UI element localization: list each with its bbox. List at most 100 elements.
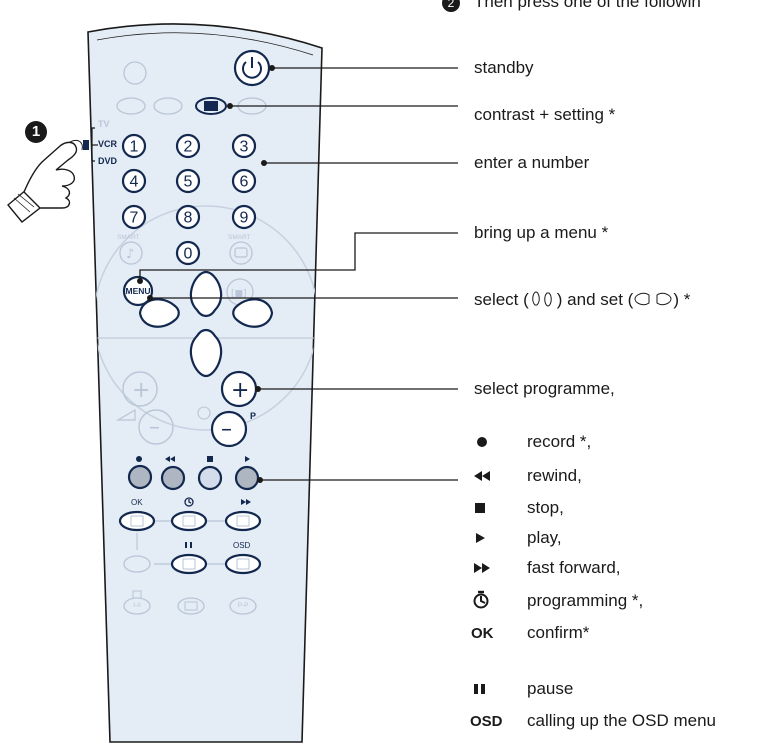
contrast-icon xyxy=(204,101,218,111)
legend-rewind: rewind, xyxy=(527,466,582,485)
faint-pip-button[interactable] xyxy=(123,555,151,573)
up-down-arrows-icon xyxy=(532,291,552,307)
faint-teletext-button-2[interactable] xyxy=(153,97,183,115)
pause-button[interactable] xyxy=(170,553,208,575)
play-key[interactable] xyxy=(234,465,260,491)
ok-button[interactable] xyxy=(118,510,156,532)
smart-left-label: SMART xyxy=(117,234,140,241)
i-ii-label: I-II xyxy=(133,602,141,609)
stop-icon xyxy=(475,503,485,513)
plus-icon-p: + xyxy=(231,378,249,403)
digit-7-button[interactable] xyxy=(121,204,147,230)
callout-dots xyxy=(137,65,275,483)
timer-label-icon xyxy=(184,497,194,507)
stop-key[interactable] xyxy=(197,465,223,491)
screen-icon: [■] xyxy=(231,289,247,299)
format-button[interactable] xyxy=(177,597,205,615)
ok-key-label: OK xyxy=(131,498,143,507)
volume-up-button[interactable] xyxy=(122,371,158,407)
step-2-badge: 2 xyxy=(442,0,460,12)
digit-2-button[interactable] xyxy=(175,133,201,159)
digit-0-button[interactable] xyxy=(175,240,201,266)
p-label: P xyxy=(250,411,257,421)
select-end: ) * xyxy=(673,290,691,309)
smart-picture-button[interactable] xyxy=(229,241,253,265)
legend-icons xyxy=(474,437,490,694)
digit-6-button[interactable] xyxy=(231,168,257,194)
note-icon: ♪ xyxy=(126,247,134,262)
fast-forward-icon xyxy=(474,563,490,573)
arrow-up-button[interactable] xyxy=(189,270,223,318)
play-label-icon xyxy=(245,456,250,462)
digit-5-button[interactable] xyxy=(175,168,201,194)
step-1-badge: 1 xyxy=(25,121,47,143)
legend-timer: programming *, xyxy=(527,591,644,610)
mute-button[interactable] xyxy=(197,406,211,420)
digit-8-label: 8 xyxy=(184,210,193,227)
picture-icon xyxy=(234,247,248,258)
legend-record: record *, xyxy=(527,432,592,451)
volume-down-button[interactable] xyxy=(138,409,174,445)
callout-contrast: contrast + setting * xyxy=(474,105,616,124)
legend-osd-symbol: OSD xyxy=(470,713,503,730)
pause-label-icon xyxy=(185,542,192,548)
digit-1-button[interactable] xyxy=(121,133,147,159)
legend-pause: pause xyxy=(527,679,574,698)
digit-4-label: 4 xyxy=(130,174,139,191)
record-key[interactable] xyxy=(127,464,153,490)
digit-5-label: 5 xyxy=(184,174,193,191)
faint-teletext-button[interactable] xyxy=(116,97,146,115)
record-icon xyxy=(477,437,487,447)
ffwd-button[interactable] xyxy=(224,510,262,532)
arrow-left-button[interactable] xyxy=(138,298,180,328)
digit-3-button[interactable] xyxy=(231,133,257,159)
legend-ok-symbol: OK xyxy=(471,625,494,642)
osd-button[interactable] xyxy=(224,553,262,575)
digit-4-button[interactable] xyxy=(121,168,147,194)
menu-button[interactable] xyxy=(122,275,154,307)
p-p-label: P-P xyxy=(237,602,249,609)
mode-vcr-label: VCR xyxy=(98,139,118,149)
power-icon xyxy=(242,61,262,79)
record-label-icon xyxy=(136,456,142,462)
i-ii-button[interactable] xyxy=(123,597,151,615)
plus-icon: + xyxy=(132,378,150,403)
legend-ffwd: fast forward, xyxy=(527,558,621,577)
smart-sound-button[interactable] xyxy=(119,241,143,265)
digit-0-label: 0 xyxy=(184,246,193,263)
smart-right-label: SMART xyxy=(228,234,251,241)
programme-down-button[interactable] xyxy=(210,410,248,448)
callout-standby: standby xyxy=(474,58,534,77)
osd-key-label: OSD xyxy=(233,541,251,550)
p-p-button[interactable] xyxy=(229,597,257,615)
remote-body xyxy=(87,23,323,743)
timer-button[interactable] xyxy=(170,510,208,532)
pause-icon xyxy=(474,684,485,694)
contrast-button[interactable] xyxy=(195,97,227,115)
digit-9-label: 9 xyxy=(240,210,249,227)
rewind-key[interactable] xyxy=(160,465,186,491)
minus-icon-p: – xyxy=(221,417,232,442)
select-open: select ( xyxy=(474,290,529,309)
legend-stop: stop, xyxy=(527,498,564,517)
mode-dvd-label: DVD xyxy=(98,156,118,166)
rewind-icon xyxy=(474,471,490,481)
minus-icon: – xyxy=(149,415,160,440)
digit-7-label: 7 xyxy=(130,210,139,227)
ffwd-label-icon xyxy=(241,499,251,505)
callout-lines xyxy=(139,67,458,481)
digit-9-button[interactable] xyxy=(231,204,257,230)
mode-switch[interactable] xyxy=(83,140,89,150)
mode-tv-label: TV xyxy=(98,119,110,129)
faint-top-button[interactable] xyxy=(123,61,147,85)
legend-play: play, xyxy=(527,528,562,547)
arrow-down-button[interactable] xyxy=(189,328,223,378)
digit-8-button[interactable] xyxy=(175,204,201,230)
digit-6-label: 6 xyxy=(240,174,249,191)
digit-2-label: 2 xyxy=(184,139,193,156)
arrow-right-button[interactable] xyxy=(232,298,274,328)
